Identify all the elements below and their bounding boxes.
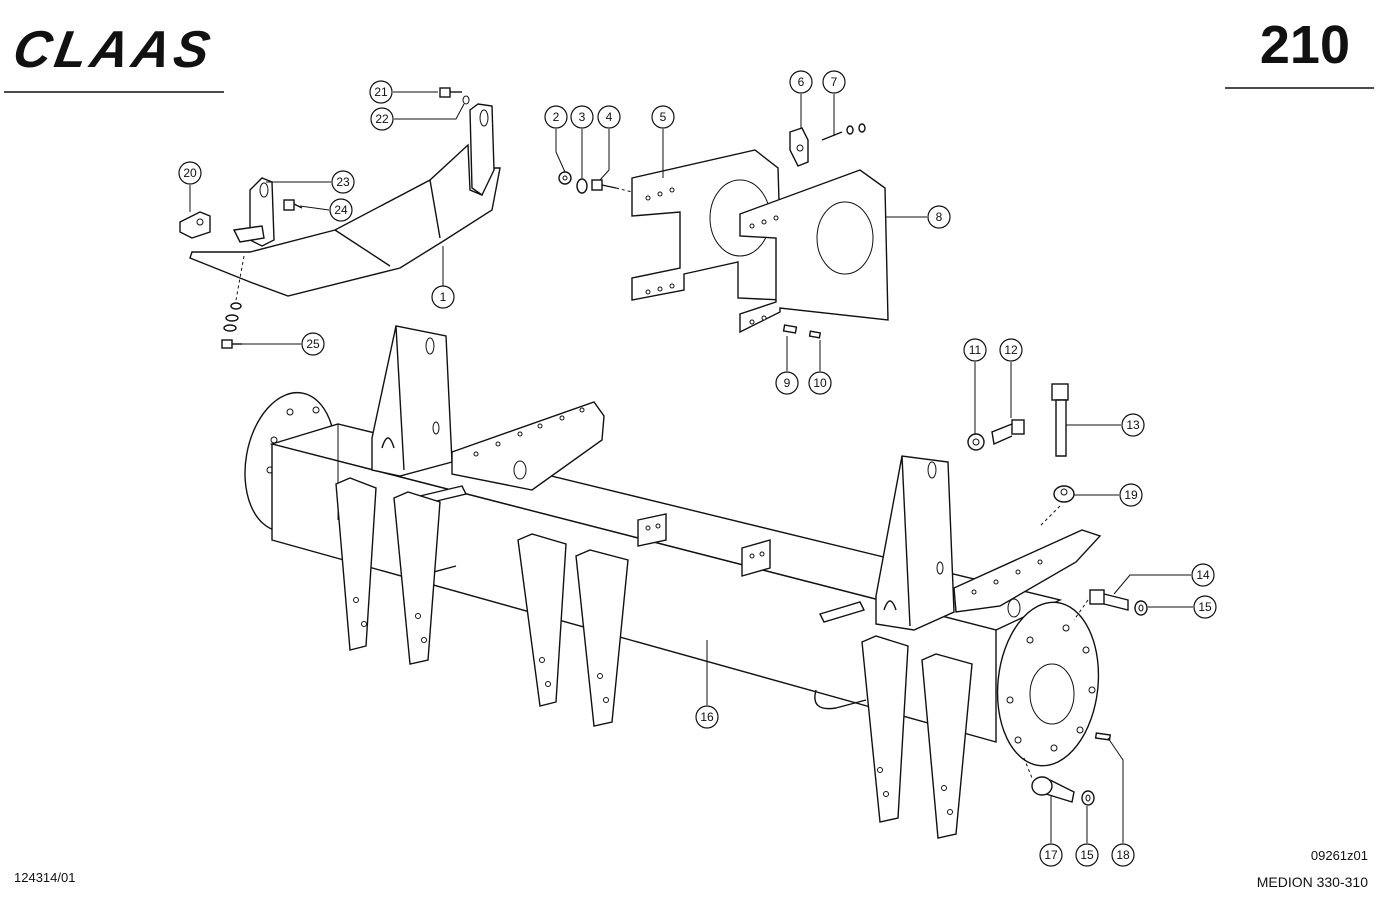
- callout-20: 20: [178, 161, 202, 185]
- callout-5: 5: [651, 105, 675, 129]
- svg-text:17: 17: [1044, 848, 1058, 862]
- svg-text:19: 19: [1124, 488, 1138, 502]
- part-bracket-20: [179, 211, 211, 239]
- callout-24: 24: [329, 198, 353, 222]
- svg-text:6: 6: [798, 75, 805, 89]
- part-bolt-24: [283, 199, 303, 211]
- svg-text:7: 7: [831, 75, 838, 89]
- callout-12: 12: [999, 338, 1023, 362]
- part-bolt-7: [821, 123, 866, 141]
- svg-text:18: 18: [1116, 848, 1130, 862]
- part-pin-18: [1094, 732, 1112, 741]
- callout-8: 8: [927, 205, 951, 229]
- svg-text:12: 12: [1004, 343, 1018, 357]
- callout-2: 2: [544, 105, 568, 129]
- callout-18: 18: [1111, 843, 1135, 867]
- part-washer-3: [576, 178, 588, 194]
- callout-15b: 15: [1075, 843, 1099, 867]
- svg-text:25: 25: [306, 337, 320, 351]
- callout-16: 16: [695, 705, 719, 729]
- svg-text:4: 4: [606, 110, 613, 124]
- part-main-beam-16: [244, 325, 1102, 839]
- machine-model: MEDION 330-310: [1256, 874, 1368, 890]
- callout-10: 10: [808, 371, 832, 395]
- part-washer-15a: [1134, 600, 1148, 616]
- svg-text:5: 5: [660, 110, 667, 124]
- callout-4: 4: [597, 105, 621, 129]
- part-bracket-6: [789, 127, 809, 167]
- drawing-code: 09261z01: [1310, 848, 1368, 863]
- callout-23: 23: [331, 170, 355, 194]
- page-number: 210: [1259, 15, 1350, 75]
- svg-text:13: 13: [1126, 418, 1140, 432]
- svg-text:2: 2: [553, 110, 560, 124]
- svg-text:10: 10: [813, 376, 827, 390]
- callout-22: 22: [370, 107, 394, 131]
- callout-15a: 15: [1193, 595, 1217, 619]
- part-bolt-12: [991, 419, 1025, 446]
- callout-21: 21: [369, 80, 393, 104]
- svg-text:8: 8: [936, 210, 943, 224]
- part-washer-15b: [1081, 790, 1095, 806]
- callout-11: 11: [963, 338, 987, 362]
- part-bolt-17: [1023, 757, 1075, 803]
- callout-14: 14: [1191, 563, 1215, 587]
- svg-text:20: 20: [183, 166, 197, 180]
- svg-text:3: 3: [579, 110, 586, 124]
- callout-6: 6: [789, 70, 813, 94]
- svg-text:16: 16: [700, 710, 714, 724]
- part-nut-2: [558, 171, 572, 185]
- svg-text:24: 24: [334, 203, 348, 217]
- svg-text:1: 1: [440, 290, 447, 304]
- callout-25: 25: [301, 332, 325, 356]
- callout-19: 19: [1119, 483, 1143, 507]
- leader-lines: [189, 91, 1193, 843]
- svg-text:11: 11: [969, 343, 982, 357]
- part-nut-11: [967, 433, 985, 451]
- svg-text:15: 15: [1080, 848, 1094, 862]
- callout-17: 17: [1039, 843, 1063, 867]
- callout-13: 13: [1121, 413, 1145, 437]
- part-list-reference: 124314/01: [14, 870, 76, 885]
- callout-1: 1: [431, 285, 455, 309]
- part-pin-10: [808, 330, 822, 339]
- part-bolt-25-stack: [221, 302, 242, 349]
- callout-7: 7: [822, 70, 846, 94]
- svg-text:14: 14: [1196, 568, 1210, 582]
- callout-3: 3: [570, 105, 594, 129]
- part-mounting-plate-8: [739, 169, 889, 334]
- part-bolt-13: [1051, 383, 1069, 457]
- svg-text:15: 15: [1198, 600, 1212, 614]
- callout-9: 9: [775, 371, 799, 395]
- part-bolt-21: [439, 87, 470, 105]
- part-pin-9: [782, 324, 798, 334]
- part-cover-plate: [189, 103, 501, 301]
- svg-text:23: 23: [336, 175, 350, 189]
- svg-text:9: 9: [784, 376, 791, 390]
- part-nut-19: [1039, 485, 1075, 527]
- svg-text:22: 22: [375, 112, 389, 126]
- svg-text:21: 21: [374, 85, 388, 99]
- part-bolt-14: [1073, 589, 1129, 621]
- part-bolt-4: [591, 179, 617, 191]
